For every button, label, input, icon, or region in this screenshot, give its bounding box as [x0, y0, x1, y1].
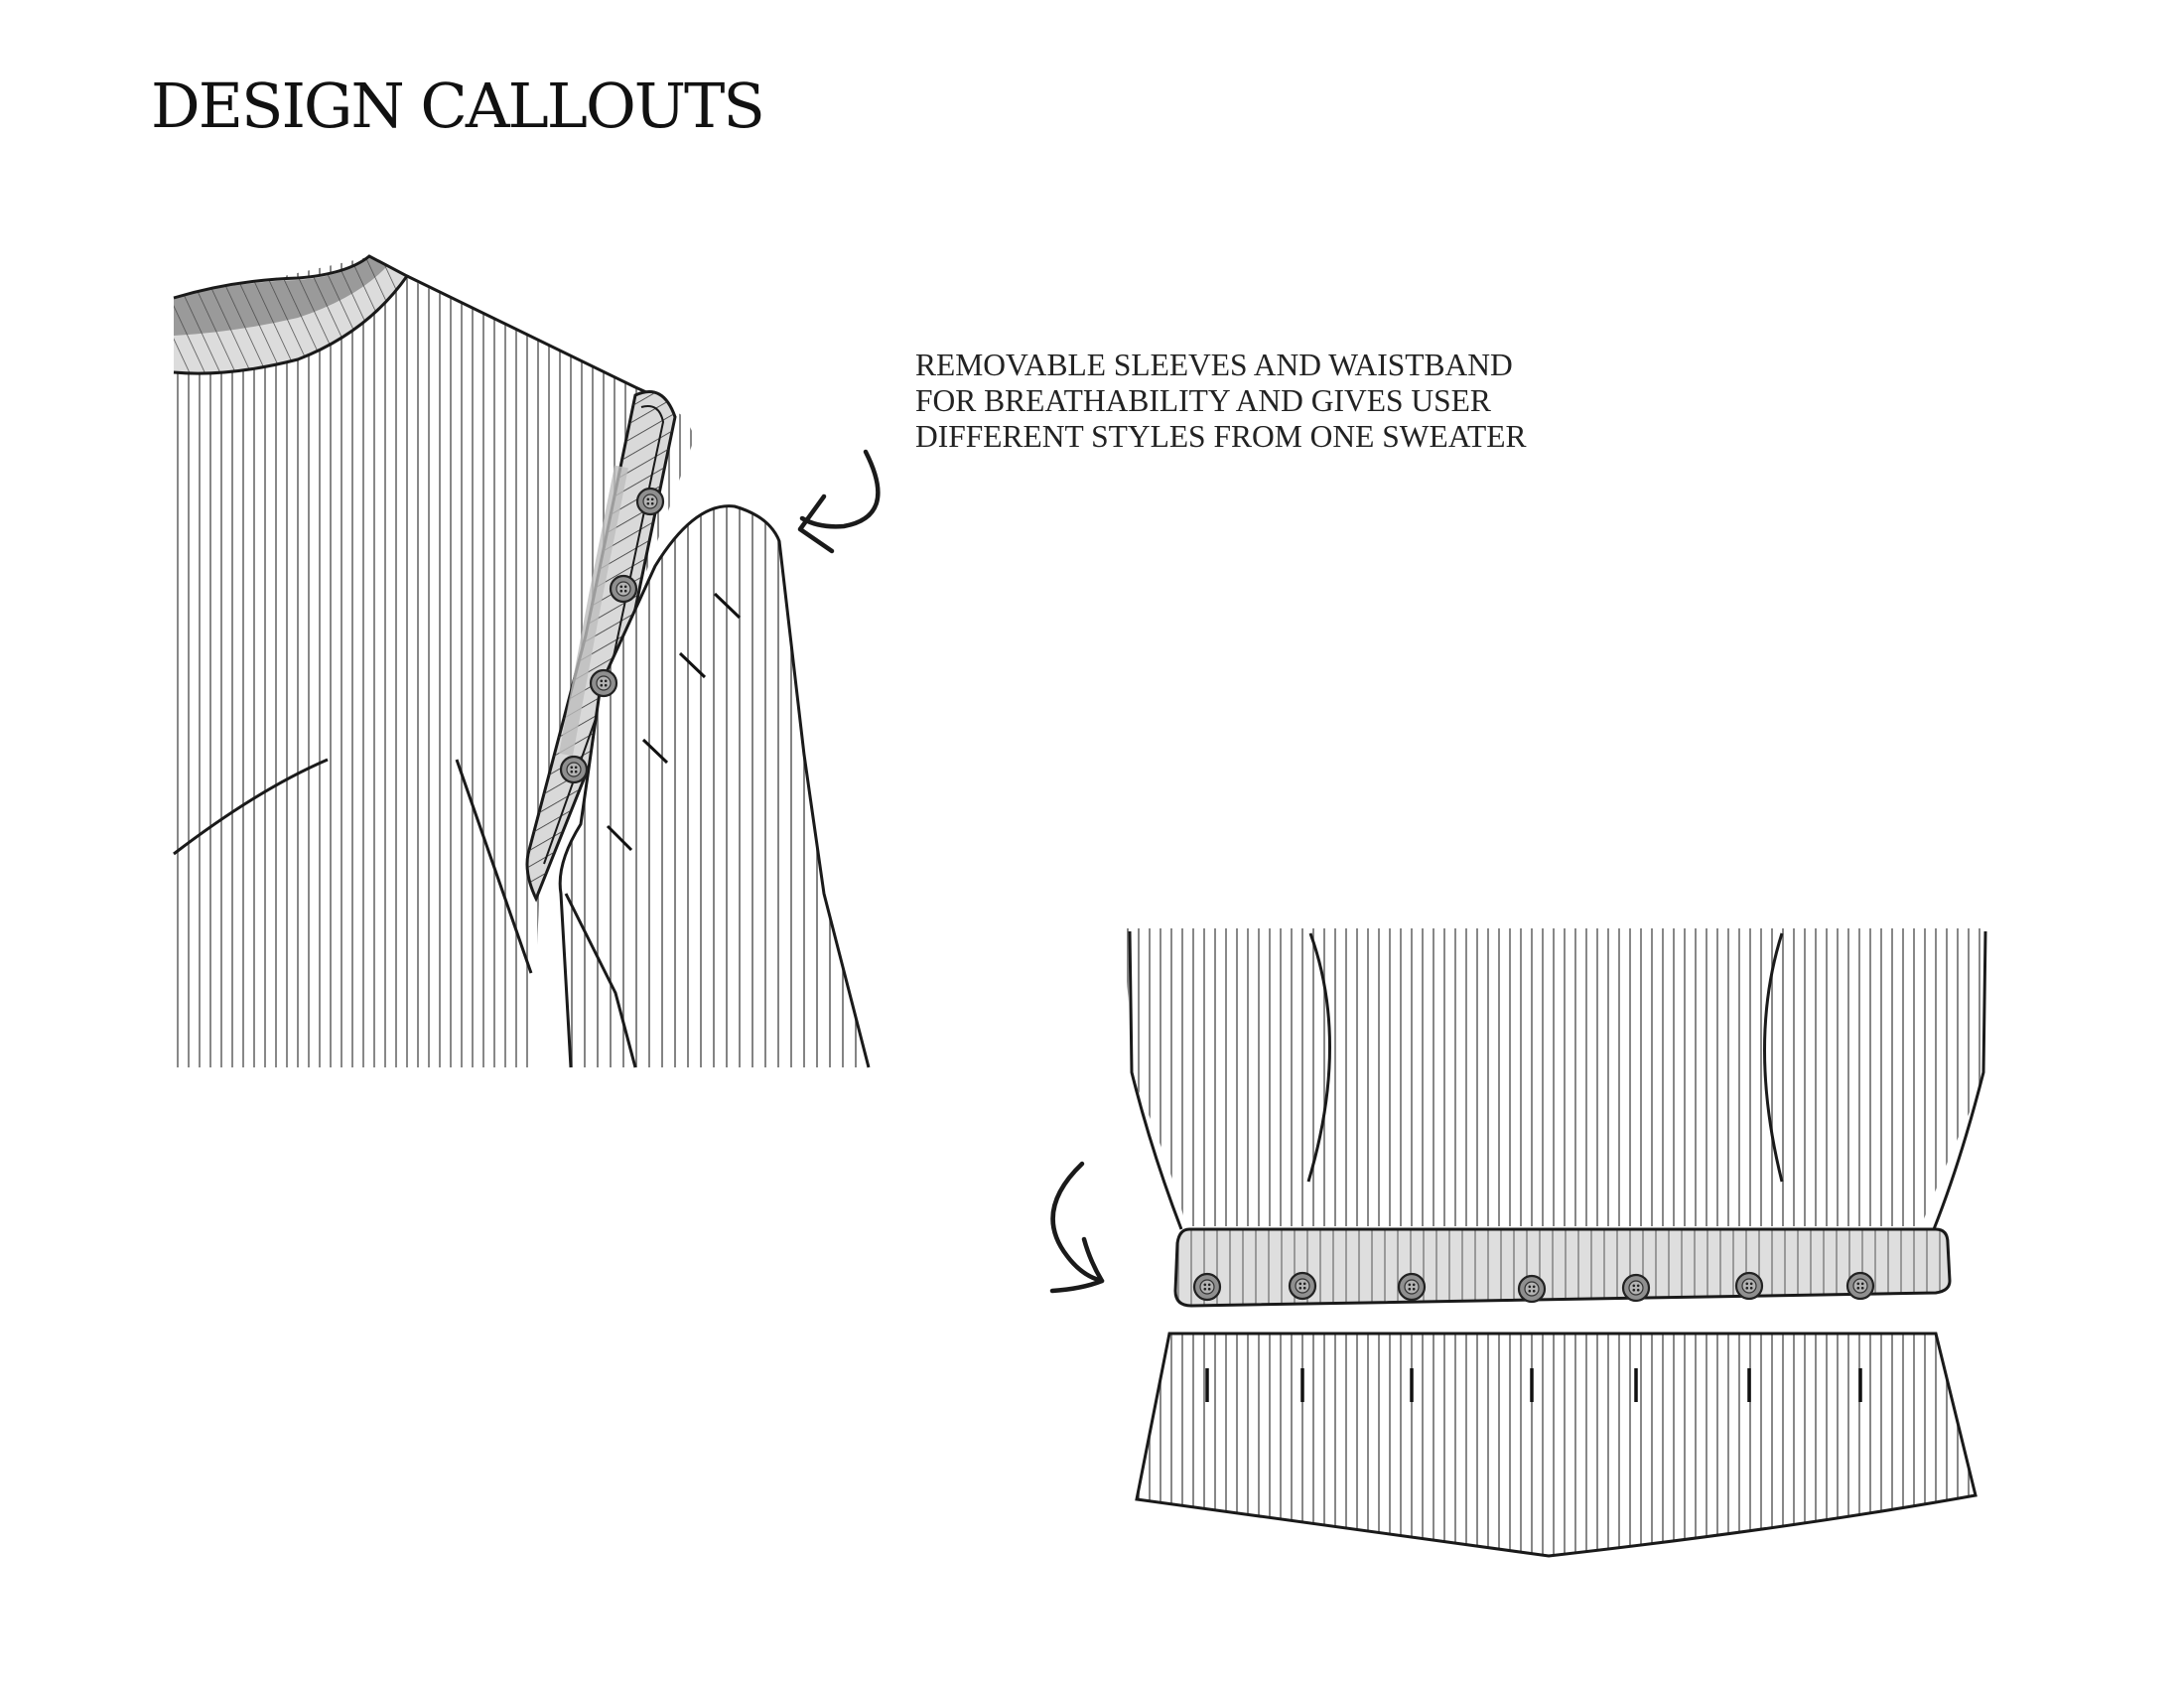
callout-line-3: DIFFERENT STYLES FROM ONE SWEATER — [915, 419, 1527, 454]
torso-rib-texture — [1122, 928, 1985, 1226]
callout-line-2: FOR BREATHABILITY AND GIVES USER — [915, 383, 1491, 418]
waistband-button-icon — [1621, 1273, 1651, 1303]
sleeve-button-icon — [559, 755, 589, 784]
callout-text: REMOVABLE SLEEVES AND WAISTBAND FOR BREA… — [915, 348, 1526, 455]
removable-waistband — [1173, 1227, 1952, 1308]
waistband-button-icon — [1192, 1272, 1222, 1302]
detached-hem-panel — [1135, 1332, 1978, 1558]
sleeve-button-icon — [635, 487, 665, 516]
callout-line-1: REMOVABLE SLEEVES AND WAISTBAND — [915, 348, 1513, 382]
waistband-button-icon — [1734, 1271, 1764, 1301]
sleeve-detail-drawing — [173, 254, 871, 1068]
page-title: DESIGN CALLOUTS — [151, 70, 765, 142]
waistband-button-icon — [1845, 1271, 1875, 1301]
sleeve-button-icon — [589, 668, 618, 698]
waistband-button-icon — [1288, 1271, 1317, 1301]
waistband-detail-drawing — [1122, 928, 1987, 1558]
callout-arrow-icon — [1050, 1161, 1105, 1284]
waistband-button-icon — [1397, 1272, 1427, 1302]
waistband-button-icon — [1517, 1274, 1547, 1304]
sleeve-button-icon — [609, 574, 638, 604]
callout-arrow-icon — [799, 449, 881, 529]
